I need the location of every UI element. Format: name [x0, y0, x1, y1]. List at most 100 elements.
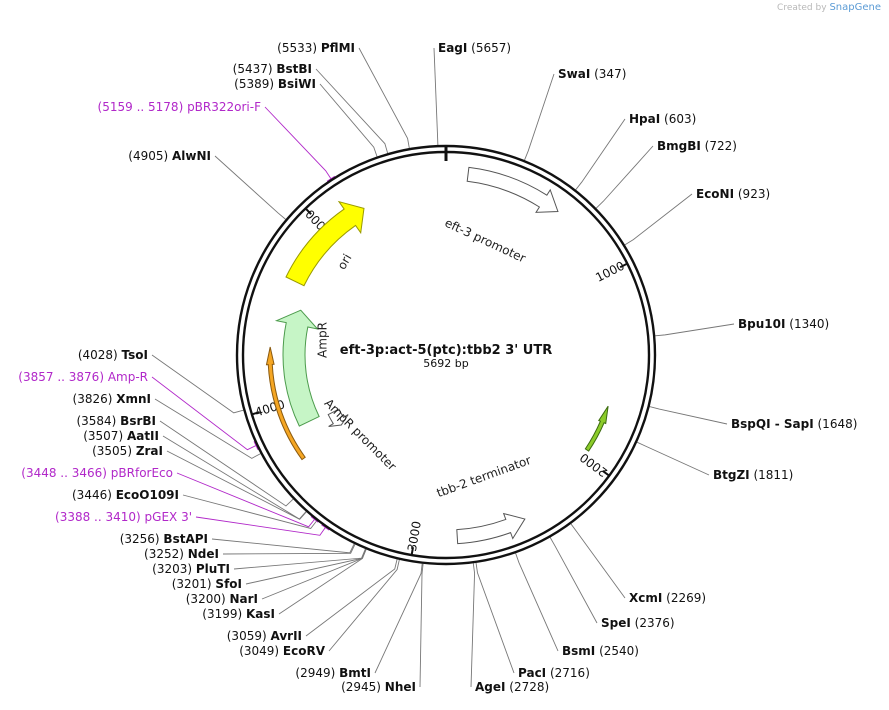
site-coord: (3505) — [92, 444, 136, 458]
feature-ori — [285, 200, 365, 287]
tick-label: 3000 — [405, 520, 424, 552]
site-name: BspQI - SapI — [731, 417, 814, 431]
restriction-site-label: (5437) BstBI — [233, 62, 312, 76]
site-coord: (3826) — [73, 392, 117, 406]
site-leader-lines — [151, 47, 735, 688]
site-leader — [151, 376, 257, 451]
site-leader — [319, 83, 378, 157]
restriction-site-label: (3507) AatII — [83, 429, 159, 443]
site-name: BsiWI — [278, 77, 316, 91]
site-coord: (3584) — [76, 414, 120, 428]
site-name: SfoI — [215, 577, 242, 591]
site-leader — [655, 323, 735, 337]
site-leader — [305, 559, 398, 637]
site-leader — [549, 537, 598, 624]
site-name: AgeI — [475, 680, 505, 694]
tick-mark — [619, 262, 628, 269]
site-leader — [166, 450, 307, 520]
site-leader — [433, 47, 439, 146]
site-leader — [222, 544, 356, 555]
site-leader — [195, 516, 326, 536]
site-name: AvrII — [270, 629, 302, 643]
restriction-site-label: (3505) ZraI — [92, 444, 163, 458]
feature-label: tbb-2 terminator — [435, 453, 533, 500]
site-coord: (2540) — [595, 644, 639, 658]
site-leader — [575, 118, 626, 191]
site-coord: (3049) — [239, 644, 283, 658]
site-coord: (2376) — [631, 616, 675, 630]
site-name: Amp-R — [108, 370, 148, 384]
site-leader — [624, 193, 693, 246]
site-coord: (2269) — [662, 591, 706, 605]
site-name: BsrBI — [120, 414, 156, 428]
site-coord: (3446) — [72, 488, 116, 502]
feature-unlabeled — [584, 405, 609, 452]
site-leader — [470, 563, 476, 688]
restriction-site-label: (3203) PluTI — [152, 562, 230, 576]
site-name: SwaI — [558, 67, 590, 81]
site-coord: (5389) — [234, 77, 278, 91]
site-name: BmtI — [339, 666, 371, 680]
restriction-site-label: (2949) BmtI — [295, 666, 371, 680]
site-name: NarI — [229, 592, 258, 606]
restriction-site-label: BspQI - SapI (1648) — [731, 417, 857, 431]
restriction-site-label: EagI (5657) — [438, 41, 511, 55]
feature-label: eft-3 promoter — [443, 216, 528, 266]
restriction-site-label: (3200) NarI — [186, 592, 258, 606]
site-name: EagI — [438, 41, 467, 55]
site-coord: (4028) — [78, 348, 122, 362]
site-leader — [214, 155, 286, 220]
site-coord: (2728) — [505, 680, 549, 694]
site-leader — [524, 73, 555, 161]
site-leader — [245, 548, 367, 585]
site-coord: (5159 .. 5178) — [98, 100, 188, 114]
restriction-site-label: Bpu10I (1340) — [738, 317, 829, 331]
site-coord: (3200) — [186, 592, 230, 606]
site-leader — [264, 106, 332, 180]
site-coord: (3507) — [83, 429, 127, 443]
site-coord: (2949) — [295, 666, 339, 680]
site-leader — [358, 47, 410, 149]
feature-label: AmpR — [316, 322, 330, 358]
site-coord: (722) — [701, 139, 737, 153]
restriction-site-label: (3826) XmnI — [73, 392, 151, 406]
restriction-site-label: (3199) KasI — [202, 607, 275, 621]
site-name: BtgZI — [713, 468, 750, 482]
site-name: AatII — [127, 429, 159, 443]
feature-ampr — [274, 309, 320, 427]
primer-site-label: (3388 .. 3410) pGEX 3' — [55, 510, 192, 524]
site-leader — [475, 562, 515, 674]
site-name: Bpu10I — [738, 317, 785, 331]
site-coord: (3201) — [172, 577, 216, 591]
site-name: XmnI — [116, 392, 151, 406]
restriction-site-label: SpeI (2376) — [601, 616, 675, 630]
site-name: BmgBI — [657, 139, 701, 153]
site-leader — [315, 68, 389, 154]
site-name: pBR322ori-F — [187, 100, 261, 114]
site-name: KasI — [246, 607, 275, 621]
restriction-site-label: (4028) TsoI — [78, 348, 148, 362]
primer-site-label: (3448 .. 3466) pBRforEco — [21, 466, 173, 480]
feature-label: ori — [335, 251, 355, 272]
site-name: pBRforEco — [111, 466, 173, 480]
site-coord: (3059) — [227, 629, 271, 643]
site-name: BstAPI — [163, 532, 208, 546]
site-name: EcoNI — [696, 187, 734, 201]
site-leader — [233, 548, 366, 570]
restriction-site-label: BtgZI (1811) — [713, 468, 793, 482]
feature-tbb-2-terminator — [456, 512, 526, 545]
snapgene-logo: SnapGene — [829, 2, 881, 13]
site-coord: (1648) — [814, 417, 858, 431]
site-leader — [182, 494, 318, 529]
restriction-site-label: (3059) AvrII — [227, 629, 302, 643]
restriction-site-label: (3252) NdeI — [144, 547, 219, 561]
tick-label: 1000 — [593, 259, 627, 285]
site-coord: (3388 .. 3410) — [55, 510, 145, 524]
site-coord: (3256) — [120, 532, 164, 546]
site-coord: (3857 .. 3876) — [18, 370, 108, 384]
site-name: PacI — [518, 666, 546, 680]
site-coord: (3252) — [144, 547, 188, 561]
site-name: pGEX 3' — [145, 510, 192, 524]
